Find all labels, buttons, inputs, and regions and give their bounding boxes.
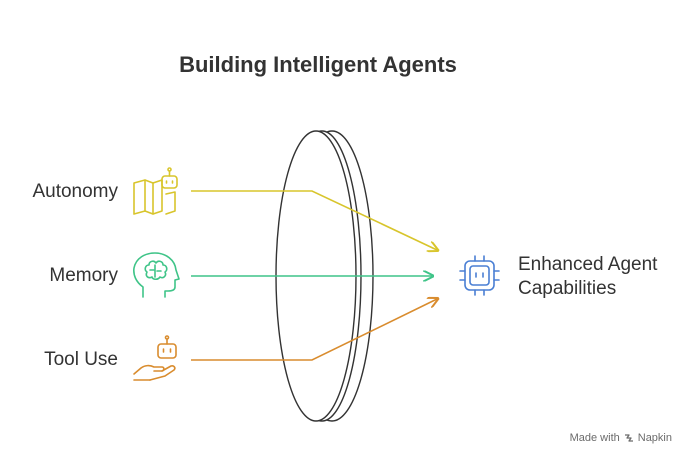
chip-robot-icon [459,255,500,296]
arrow-autonomy [191,190,437,250]
output-label: Enhanced Agent Capabilities [518,253,693,301]
output-label-line1: Enhanced Agent [518,254,658,275]
arrow-tooluse [191,299,437,361]
input-label-memory: Memory [49,265,118,286]
input-label-autonomy: Autonomy [32,181,118,202]
footer-made-with: Made with [569,432,620,444]
footer-brand: Napkin [637,432,672,444]
napkin-logo-icon [624,434,633,442]
hand-robot-icon [133,335,177,381]
brain-head-icon [133,252,180,298]
map-robot-icon [133,167,178,215]
output-label-line2: Capabilities [518,278,617,299]
input-label-tool-use: Tool Use [44,349,118,370]
footer-attribution[interactable]: Made with Napkin [570,432,672,444]
page-title: Building Intelligent Agents [179,52,457,77]
